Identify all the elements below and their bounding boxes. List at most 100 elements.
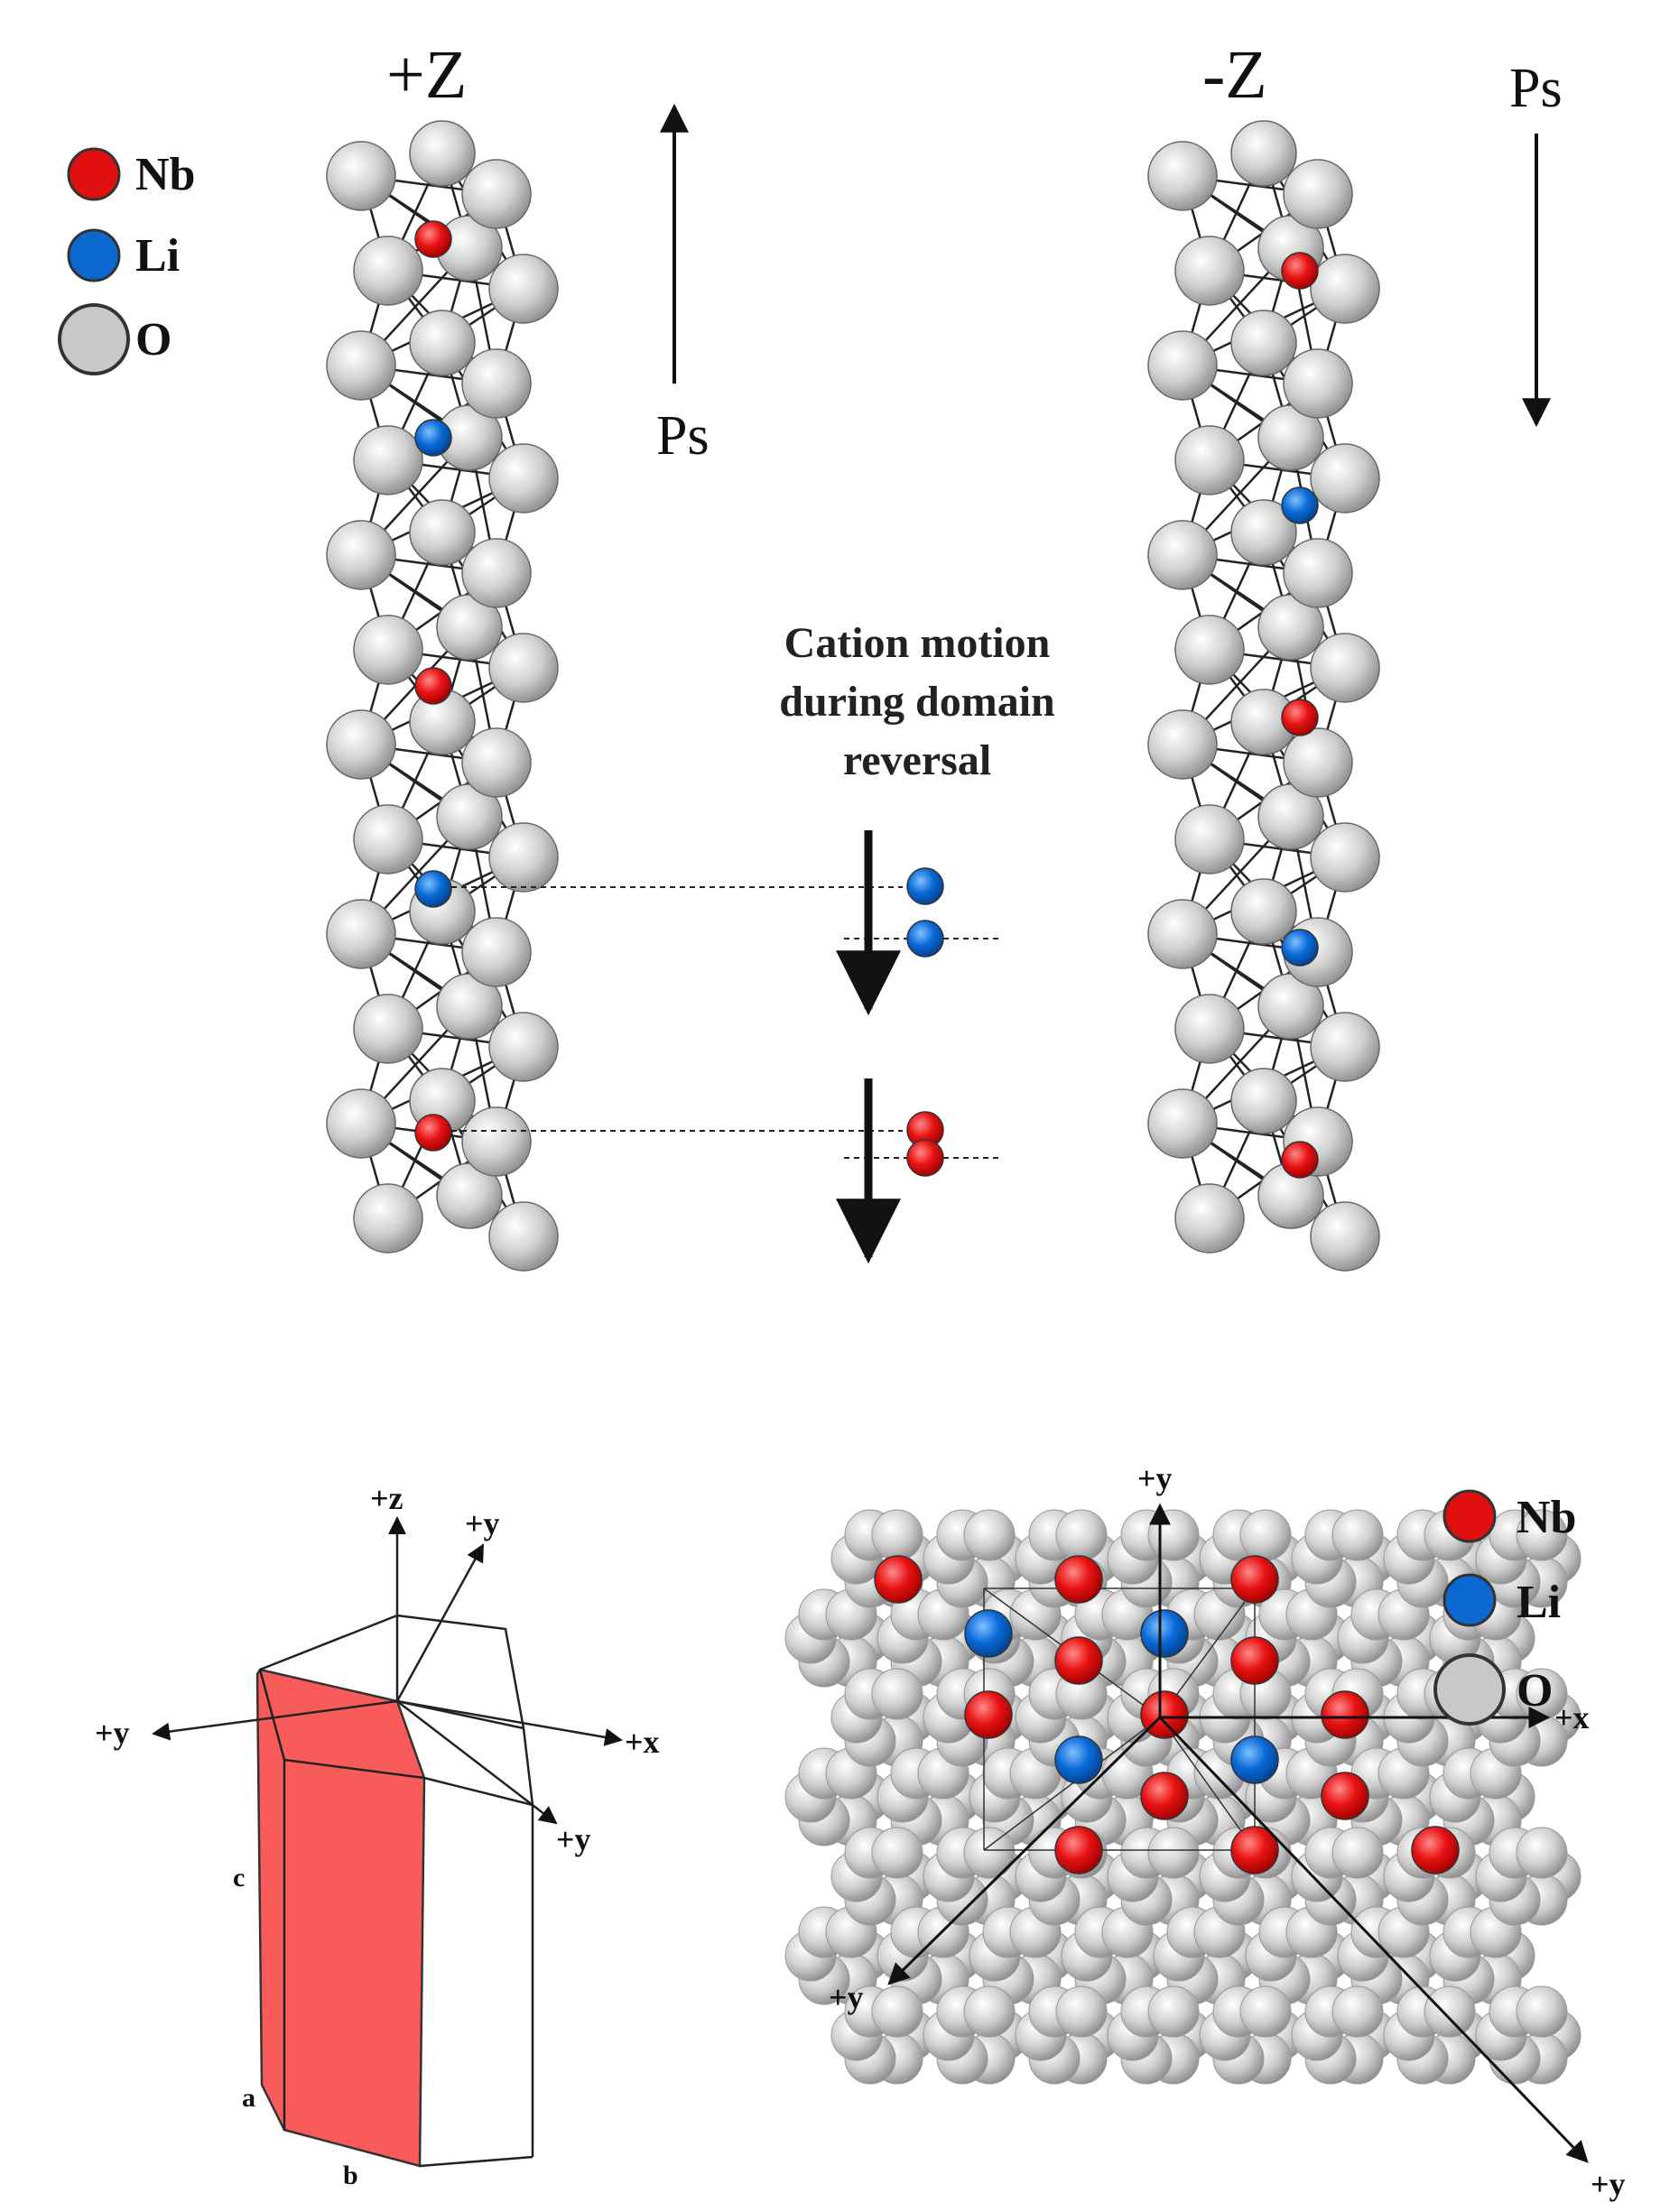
oxygen-atom	[963, 1985, 1016, 2038]
oxygen-atom	[1174, 425, 1245, 495]
oxygen-atom	[409, 499, 476, 566]
lattice-line	[1159, 1717, 1256, 1851]
oxygen-atom	[1147, 330, 1218, 401]
lattice-y-left-label: +y	[829, 1979, 864, 2015]
oxygen-atom	[409, 120, 476, 187]
niobium-atom	[1321, 1772, 1369, 1820]
nb-after-atom	[906, 1139, 944, 1177]
oxygen-atom	[1147, 520, 1218, 590]
oxygen-atom	[1055, 1509, 1108, 1561]
oxygen-atom	[871, 1827, 923, 1879]
cation-motion-caption: Cation motion during domain reversal	[779, 619, 1054, 784]
crystal-z-label: +z	[370, 1480, 404, 1516]
oxygen-atom	[1310, 1201, 1380, 1272]
niobium-atom	[1230, 1555, 1279, 1604]
oxygen-atom	[1174, 236, 1245, 306]
crystal-edge-a-label: a	[242, 2083, 255, 2113]
lattice-y-top-label: +y	[1137, 1460, 1173, 1496]
caption-line-3: reversal	[843, 736, 991, 784]
oxygen-atom	[1331, 1827, 1384, 1879]
oxygen-atom	[461, 159, 532, 229]
plus-z-label: +Z	[386, 37, 467, 113]
oxygen-atom	[1174, 615, 1245, 685]
oxygen-atom	[1147, 899, 1218, 969]
li-legend-marker-2	[1442, 1573, 1497, 1627]
niobium-atom	[1054, 1555, 1103, 1604]
oxygen-atom	[326, 141, 396, 211]
oxygen-atom	[488, 822, 559, 893]
oxygen-atom	[1174, 1183, 1245, 1254]
red-crystal-face	[255, 1668, 426, 2168]
oxygen-atom	[1283, 348, 1353, 419]
lattice-y-right-label: +y	[1591, 2166, 1626, 2202]
lithium-atom	[964, 1609, 1013, 1658]
oxygen-atom	[963, 1827, 1016, 1879]
nb-motion-guide	[451, 1078, 1002, 1264]
oxygen-atom	[1516, 1509, 1568, 1561]
crystal-y-top-label: +y	[465, 1505, 500, 1541]
oxygen-atom	[1147, 141, 1218, 211]
crystal-y-axis-top	[395, 1543, 485, 1702]
oxygen-atom	[871, 1509, 923, 1561]
oxygen-atom	[326, 1088, 396, 1159]
oxygen-atom	[326, 899, 396, 969]
lithium-atom	[414, 870, 452, 908]
lattice-y-axis-lower-left	[887, 1716, 1162, 1985]
oxygen-atom	[461, 1106, 532, 1177]
minus-z-crystal-chain	[1147, 120, 1380, 1272]
o-legend-marker	[58, 303, 130, 375]
oxygen-atom	[409, 310, 476, 376]
oxygen-atom	[1055, 1985, 1108, 2038]
crystal-y-diag-label: +y	[556, 1821, 591, 1857]
li-legend-marker	[67, 228, 121, 282]
lithium-atom	[1281, 486, 1319, 524]
o-legend-label: O	[135, 314, 172, 366]
o-legend-label-2: O	[1517, 1665, 1553, 1717]
plus-z-crystal-chain	[326, 120, 559, 1272]
lithium-atom	[414, 419, 452, 457]
crystal-edge-b-label: b	[343, 2161, 358, 2190]
nb-legend-marker	[67, 147, 121, 201]
oxygen-atom	[1516, 1985, 1568, 2038]
oxygen-atom	[1239, 1985, 1292, 2038]
crystal-x-label: +x	[625, 1724, 660, 1760]
niobium-atom	[1281, 699, 1319, 736]
o-legend-marker-2	[1433, 1653, 1506, 1726]
oxygen-atom	[1310, 1012, 1380, 1082]
oxygen-atom	[1147, 709, 1218, 780]
oxygen-atom	[353, 1183, 423, 1254]
crystal-habit-diagram	[152, 1516, 623, 2168]
niobium-atom	[414, 667, 452, 705]
oxygen-atom	[353, 615, 423, 685]
li-legend-label: Li	[135, 230, 180, 282]
ps-right-label: Ps	[1509, 58, 1563, 119]
oxygen-atom	[1230, 310, 1297, 376]
niobium-atom	[1230, 1826, 1279, 1874]
lithium-atom	[1230, 1735, 1279, 1784]
oxygen-atom	[1310, 443, 1380, 514]
crystal-y-axis-left	[152, 1699, 398, 1741]
oxygen-atom	[353, 994, 423, 1064]
oxygen-atom	[353, 236, 423, 306]
oxygen-atom	[488, 1201, 559, 1272]
li-after-atom	[906, 920, 944, 958]
lattice-y-axis-lower-right	[1158, 1716, 1589, 2163]
li-before-atom	[906, 867, 944, 905]
oxygen-atom	[326, 709, 396, 780]
niobium-atom	[414, 1114, 452, 1152]
lithium-atom	[1281, 929, 1319, 967]
bottom-legend: Nb Li O	[1433, 1489, 1576, 1726]
li-motion-guide	[451, 830, 1002, 1016]
caption-line-2: during domain	[779, 678, 1054, 726]
lithium-atom	[1140, 1609, 1189, 1658]
nb-legend-label: Nb	[135, 149, 195, 200]
oxygen-atom	[1310, 633, 1380, 703]
nb-legend-label-2: Nb	[1517, 1492, 1576, 1543]
crystal-x-axis	[396, 1699, 623, 1746]
oxygen-atom	[1174, 804, 1245, 875]
oxygen-atom	[488, 443, 559, 514]
oxygen-atom	[326, 520, 396, 590]
oxygen-atom	[1283, 727, 1353, 798]
oxygen-atom	[1310, 822, 1380, 893]
